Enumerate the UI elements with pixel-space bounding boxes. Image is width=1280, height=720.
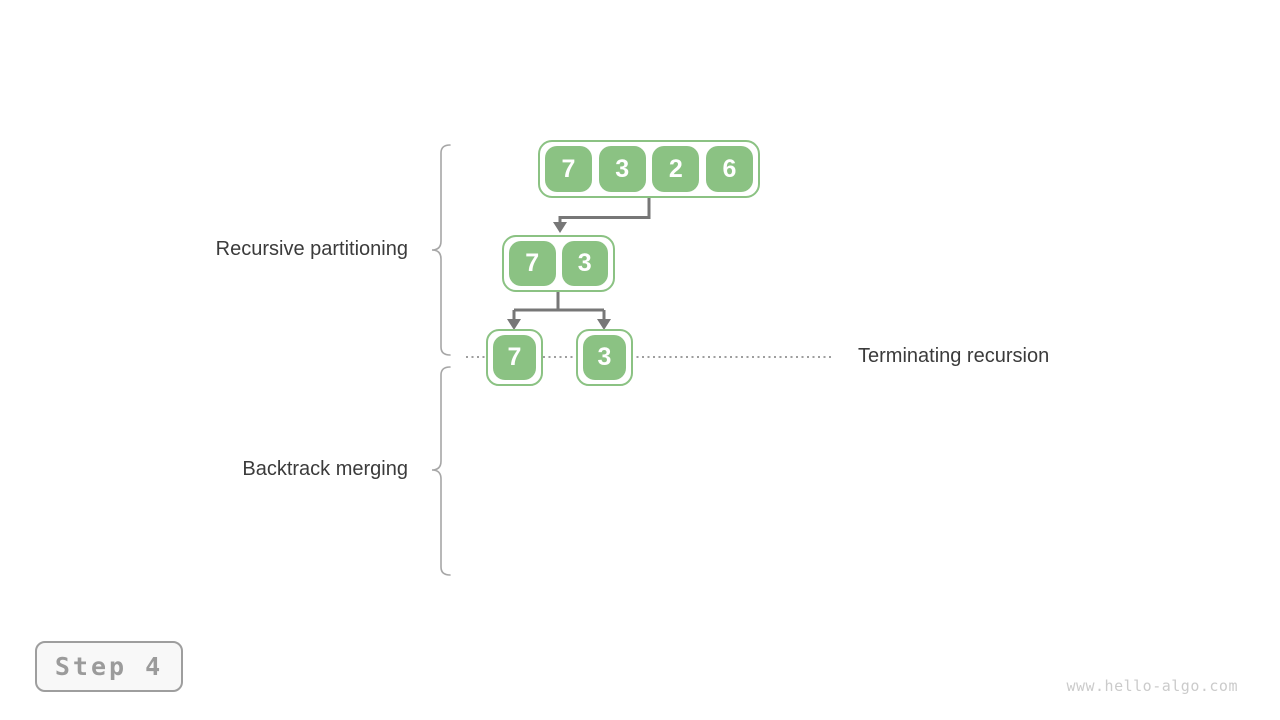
arrow-level1-to-level2 [558, 198, 651, 223]
array-level1: 7 3 2 6 [538, 140, 760, 198]
brace-recursive-partitioning [431, 144, 451, 356]
step-indicator: Step 4 [35, 641, 183, 692]
brace-backtrack-merging [431, 366, 451, 576]
array-level3-left: 7 [486, 329, 543, 386]
arrow-level2-split [512, 292, 606, 320]
array-cell: 7 [493, 335, 536, 380]
array-level2: 7 3 [502, 235, 615, 292]
array-cell: 2 [652, 146, 700, 192]
label-backtrack-merging: Backtrack merging [242, 458, 408, 480]
label-recursive-partitioning: Recursive partitioning [215, 238, 408, 260]
array-level3-right: 3 [576, 329, 633, 386]
array-cell: 7 [545, 146, 592, 192]
watermark: www.hello-algo.com [1066, 677, 1238, 695]
array-cell: 6 [705, 146, 753, 192]
label-terminating-recursion: Terminating recursion [858, 345, 1050, 367]
array-cell: 3 [598, 146, 646, 192]
array-cell: 3 [583, 335, 626, 380]
arrowhead-level3-left [507, 319, 521, 330]
arrowhead-level2 [553, 222, 567, 233]
array-cell: 7 [509, 241, 556, 286]
arrowhead-level3-right [597, 319, 611, 330]
array-cell: 3 [561, 241, 608, 286]
